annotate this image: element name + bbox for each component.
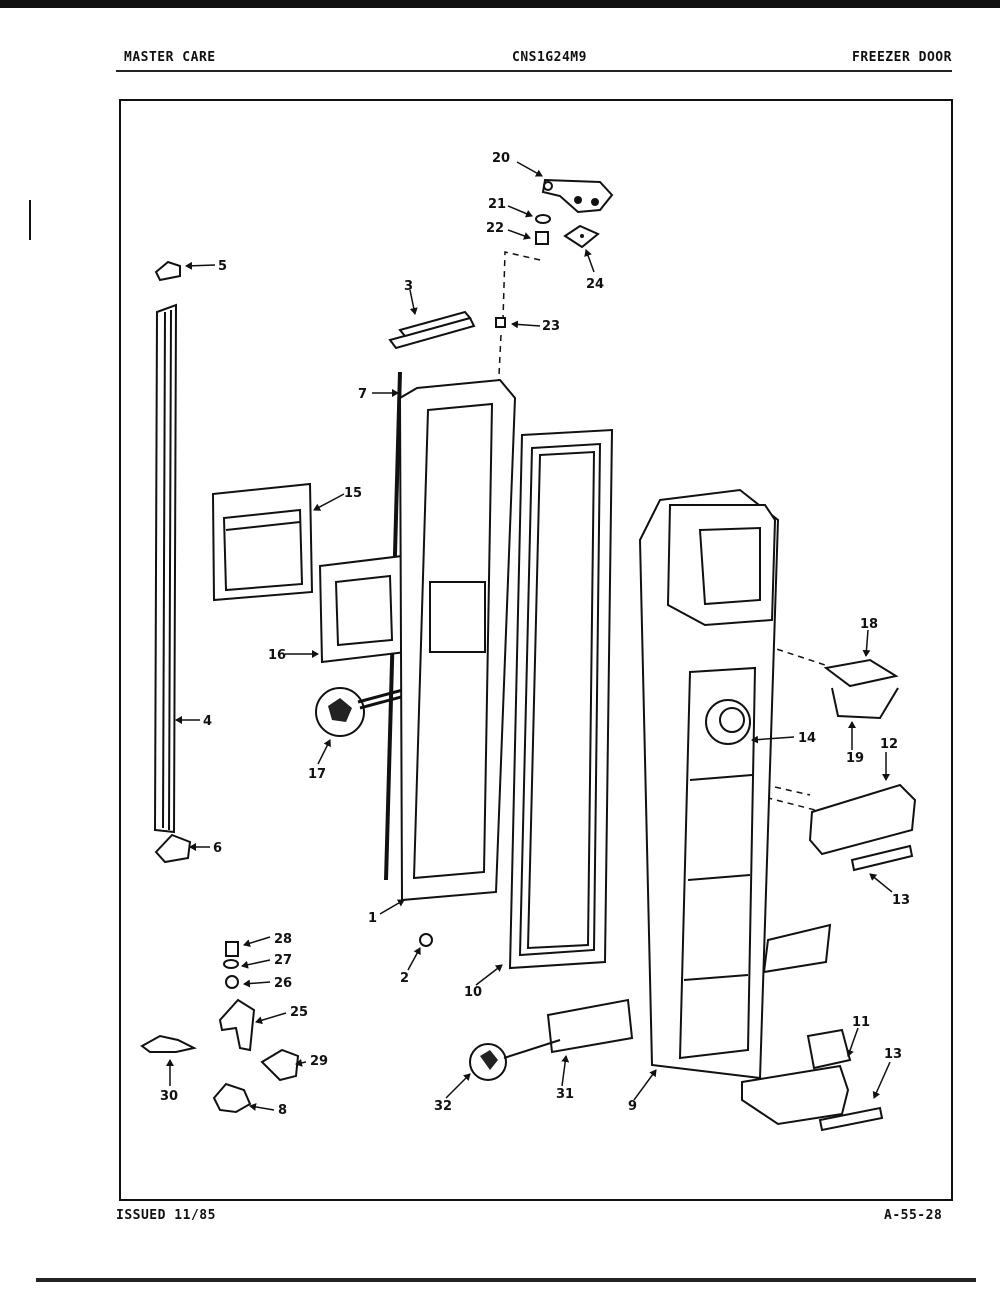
part-27-washer [223, 959, 239, 969]
part-15-dispenser-housing [211, 482, 314, 602]
part-2-plug [419, 933, 433, 947]
part-16-gasket-frame [318, 554, 408, 664]
callout-17: 17 [308, 767, 326, 782]
part-9-dispenser-panel [638, 488, 832, 1080]
part-25-hinge-bracket [218, 998, 256, 1052]
callout-12: 12 [880, 737, 898, 752]
callout-1: 1 [368, 911, 377, 926]
callout-6: 6 [213, 841, 222, 856]
part-11-tray [741, 1028, 852, 1126]
page-top-rule [0, 0, 1000, 8]
leader-lines [166, 161, 893, 1111]
part-6-clip [154, 833, 192, 864]
callout-28: 28 [274, 932, 292, 947]
callout-31: 31 [556, 1087, 574, 1102]
callout-23: 23 [542, 319, 560, 334]
callout-25: 25 [290, 1005, 308, 1020]
callout-13-lower: 13 [884, 1047, 902, 1062]
callout-4: 4 [203, 714, 212, 729]
part-13-strip-lower [818, 1106, 884, 1132]
part-18-cup [823, 658, 899, 688]
part-29-bracket [260, 1048, 300, 1082]
part-14-knob [705, 699, 751, 745]
header-section: FREEZER DOOR [852, 50, 952, 65]
part-30-hinge [140, 1034, 197, 1053]
callout-5: 5 [218, 259, 227, 274]
callout-15: 15 [344, 486, 362, 501]
callout-7: 7 [358, 387, 367, 402]
header-rule [116, 70, 952, 72]
callout-22: 22 [486, 221, 504, 236]
callout-26: 26 [274, 976, 292, 991]
footer-code: A-55-28 [884, 1208, 943, 1223]
part-28-spring [225, 941, 239, 957]
callout-30: 30 [160, 1089, 178, 1104]
part-13-strip-upper [850, 844, 914, 872]
part-21-washer [535, 214, 551, 224]
bottom-rule [36, 1278, 976, 1282]
callout-19: 19 [846, 751, 864, 766]
callout-18: 18 [860, 617, 878, 632]
part-24-plate [563, 224, 600, 249]
callout-9: 9 [628, 1099, 637, 1114]
callout-8: 8 [278, 1103, 287, 1118]
callout-21: 21 [488, 197, 506, 212]
header-model: CNS1G24M9 [512, 50, 587, 65]
part-20-hinge [541, 178, 614, 214]
callout-2: 2 [400, 971, 409, 986]
part-31-switch-bracket [546, 998, 634, 1054]
callout-29: 29 [310, 1054, 328, 1069]
part-23-nut [495, 317, 506, 328]
part-10-door-gasket [508, 428, 614, 970]
callout-24: 24 [586, 277, 604, 292]
callout-13-upper: 13 [892, 893, 910, 908]
part-19-bracket [831, 687, 899, 720]
part-3-bracket [388, 310, 476, 350]
part-32-actuator [469, 1039, 561, 1081]
callout-16: 16 [268, 648, 286, 663]
callout-3: 3 [404, 279, 413, 294]
part-26-cam [225, 975, 239, 989]
callout-14: 14 [798, 731, 816, 746]
part-5-clip [154, 260, 181, 282]
part-1-door-liner [398, 378, 517, 902]
footer-issued: ISSUED 11/85 [116, 1208, 216, 1223]
callout-20: 20 [492, 151, 510, 166]
part-4-trim-strip [153, 303, 178, 834]
diagram-border [119, 99, 953, 1201]
part-8-cover [212, 1082, 252, 1114]
callout-10: 10 [464, 985, 482, 1000]
part-22-bushing [535, 231, 549, 245]
part-12-tray [808, 783, 917, 856]
callout-27: 27 [274, 953, 292, 968]
callout-11: 11 [852, 1015, 870, 1030]
callout-32: 32 [434, 1099, 452, 1114]
header-brand: MASTER CARE [124, 50, 216, 65]
